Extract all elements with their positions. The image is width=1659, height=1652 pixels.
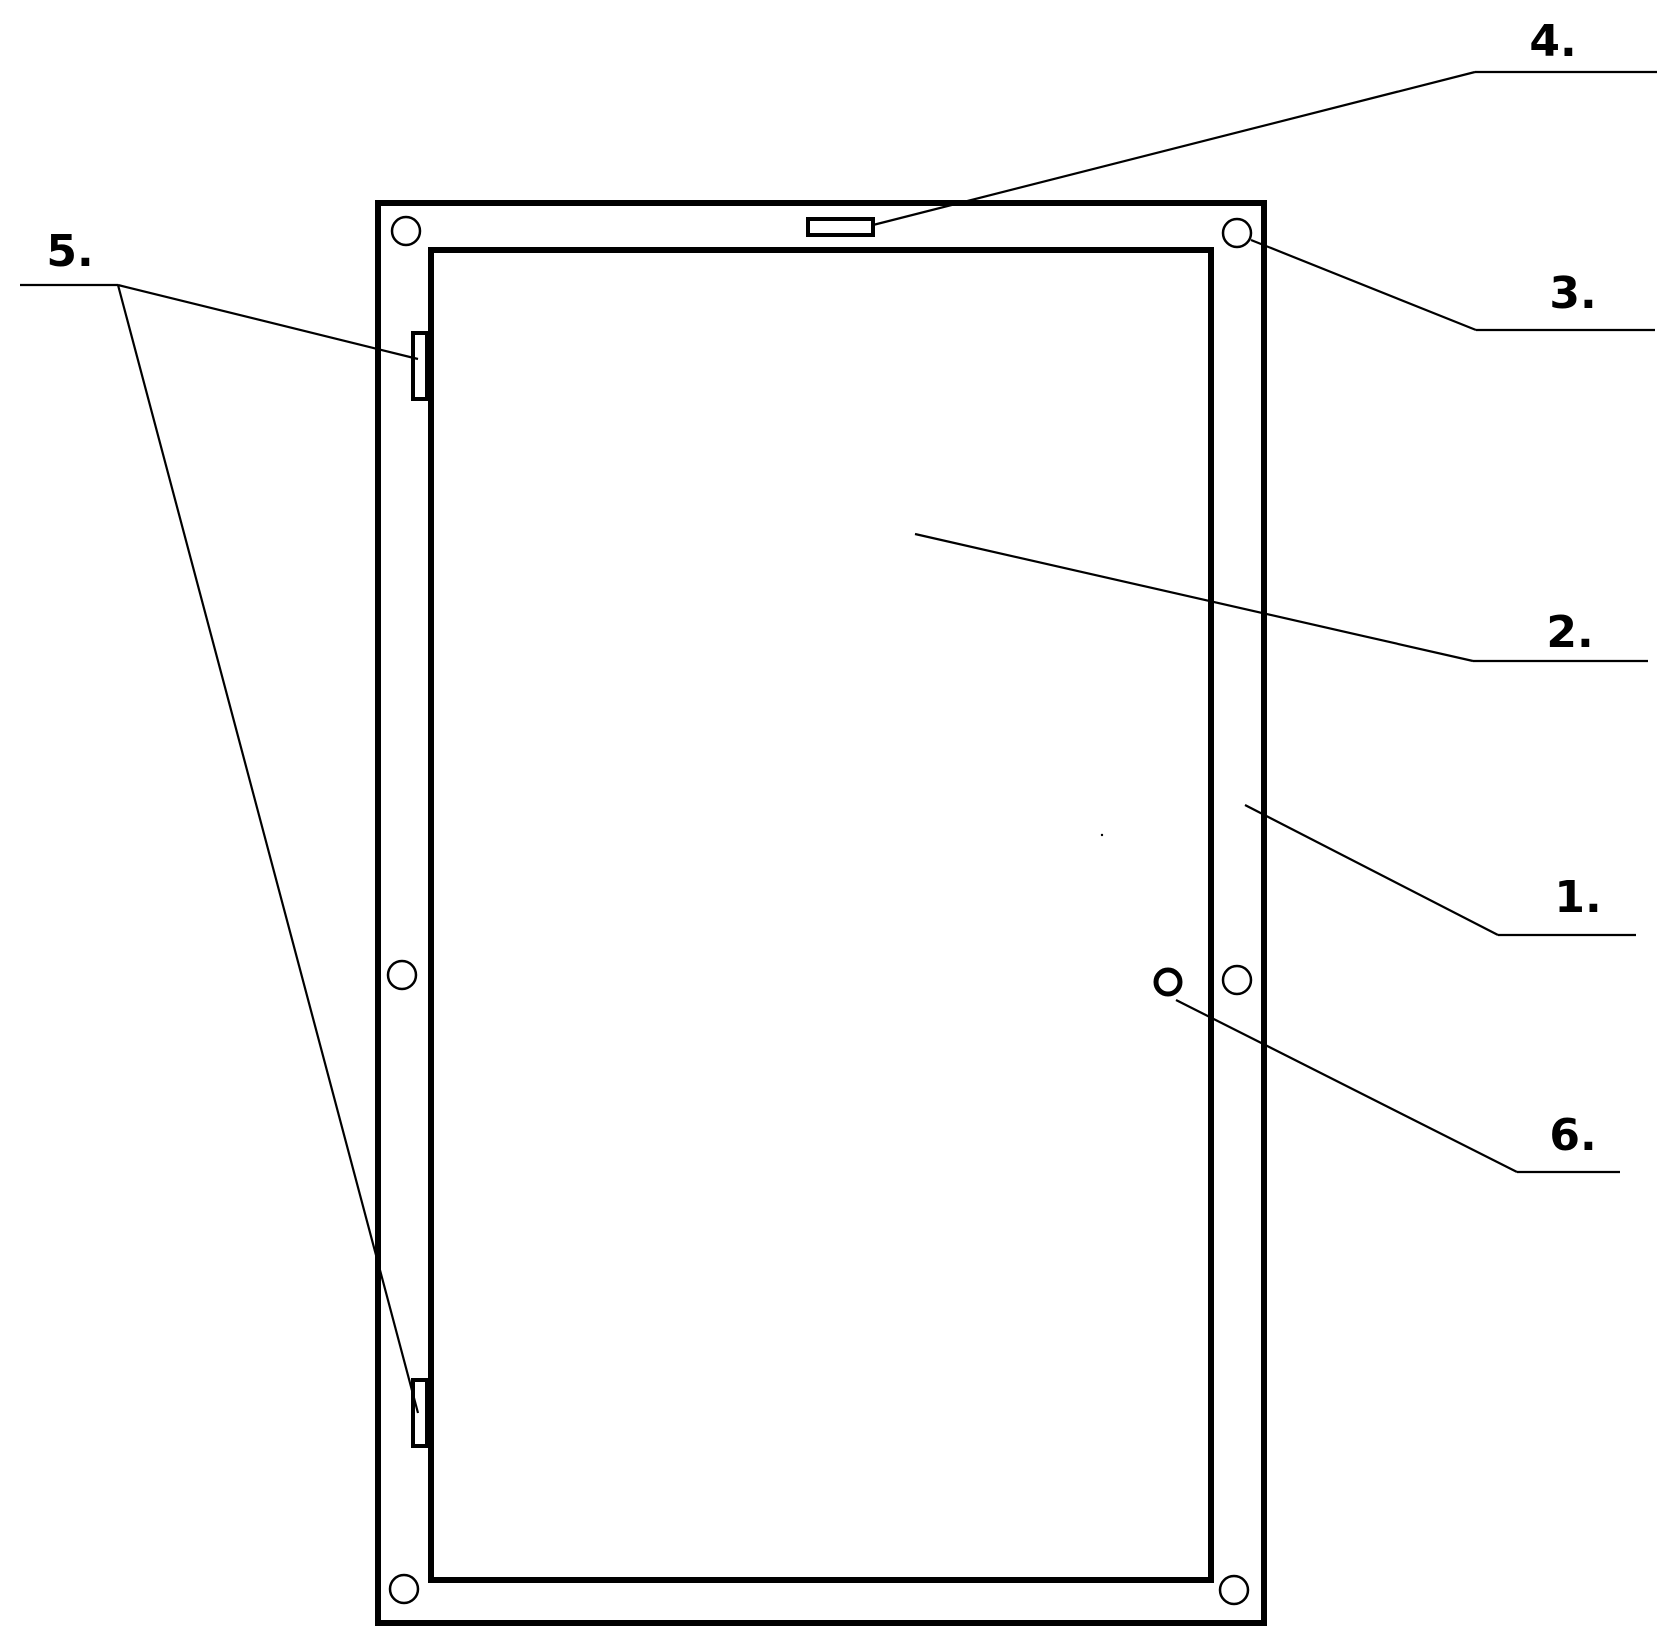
callout-label-3: 3. [1549, 268, 1596, 319]
inner-panel [428, 247, 1214, 1583]
side-clip-upper [411, 331, 429, 401]
hole-mid-left [386, 959, 418, 991]
indicator-ring [1153, 967, 1183, 997]
hole-mid-right [1221, 964, 1253, 996]
speck [1100, 833, 1104, 837]
hole-bottom-right [1218, 1574, 1250, 1606]
callout-label-5: 5. [46, 226, 93, 277]
hole-top-left [390, 215, 422, 247]
side-clip-lower [411, 1378, 429, 1448]
hole-bottom-left [388, 1573, 420, 1605]
hole-top-right [1221, 217, 1253, 249]
outer-frame [375, 200, 1267, 1626]
callout-label-4: 4. [1529, 16, 1576, 67]
mounting-holes [386, 215, 1253, 1606]
leader-lines [20, 70, 1657, 1414]
callout-label-1: 1. [1554, 872, 1601, 923]
callout-label-2: 2. [1546, 607, 1593, 658]
callout-label-6: 6. [1549, 1110, 1596, 1161]
callout-labels: 4. 3. 2. 1. 6. 5. [46, 16, 1601, 1161]
top-slot [806, 217, 875, 237]
